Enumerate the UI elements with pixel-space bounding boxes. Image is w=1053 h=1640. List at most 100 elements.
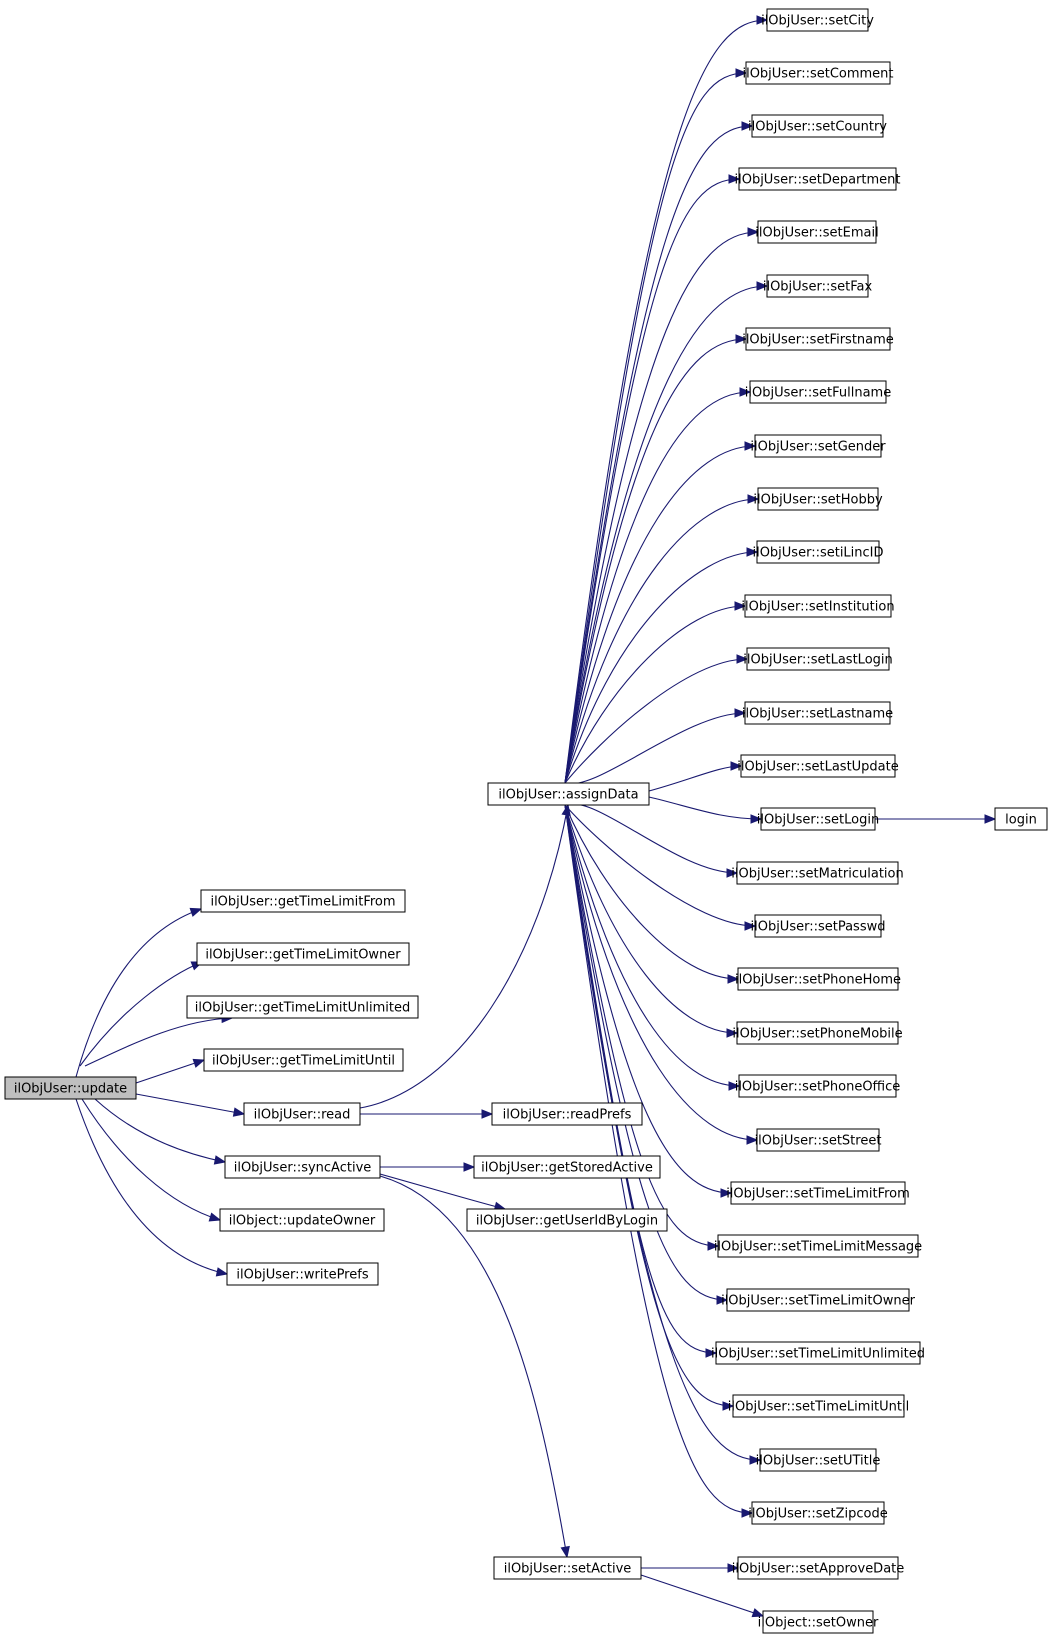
node-setActive[interactable]: ilObjUser::setActive xyxy=(493,1556,642,1580)
node-box[interactable] xyxy=(994,807,1048,831)
arrowhead xyxy=(751,1608,765,1618)
node-setTimeLimitUnlimited[interactable]: ilObjUser::setTimeLimitUnlimited xyxy=(711,1341,925,1365)
node-box[interactable] xyxy=(736,1021,899,1045)
node-setDepartment[interactable]: ilObjUser::setDepartment xyxy=(734,167,901,191)
node-setLogin[interactable]: ilObjUser::setLogin xyxy=(757,807,879,831)
node-setTimeLimitMessage[interactable]: ilObjUser::setTimeLimitMessage xyxy=(714,1234,922,1258)
node-setPhoneHome[interactable]: ilObjUser::setPhoneHome xyxy=(735,967,901,991)
node-box[interactable] xyxy=(243,1102,361,1126)
node-setLastUpdate[interactable]: ilObjUser::setLastUpdate xyxy=(737,754,899,778)
node-updateOwner[interactable]: ilObject::updateOwner xyxy=(219,1208,385,1232)
node-box[interactable] xyxy=(762,1610,874,1634)
node-setLastLogin[interactable]: ilObjUser::setLastLogin xyxy=(743,647,893,671)
node-getTimeLimitFrom[interactable]: ilObjUser::getTimeLimitFrom xyxy=(200,889,406,913)
node-box[interactable] xyxy=(754,914,882,938)
node-box[interactable] xyxy=(200,889,406,913)
node-box[interactable] xyxy=(493,1556,642,1580)
node-writePrefs[interactable]: ilObjUser::writePrefs xyxy=(226,1262,379,1286)
node-setiLincID[interactable]: ilObjUser::setiLincID xyxy=(752,540,884,564)
node-box[interactable] xyxy=(717,1234,919,1258)
arrowhead xyxy=(728,1081,741,1091)
node-box[interactable] xyxy=(756,540,880,564)
node-box[interactable] xyxy=(737,967,899,991)
node-getTimeLimitUnlimited[interactable]: ilObjUser::getTimeLimitUnlimited xyxy=(186,995,419,1019)
node-setFullname[interactable]: ilObjUser::setFullname xyxy=(745,380,891,404)
arrowhead xyxy=(984,814,997,824)
node-box[interactable] xyxy=(766,8,869,32)
node-setFax[interactable]: ilObjUser::setFax xyxy=(763,274,873,298)
node-box[interactable] xyxy=(226,1262,379,1286)
node-setOwner[interactable]: ilObject::setOwner xyxy=(758,1610,879,1634)
node-box[interactable] xyxy=(749,380,887,404)
node-setPhoneMobile[interactable]: ilObjUser::setPhoneMobile xyxy=(732,1021,903,1045)
edge-assignData-to-setDepartment xyxy=(564,174,741,784)
node-read[interactable]: ilObjUser::read xyxy=(243,1102,361,1126)
node-box[interactable] xyxy=(473,1155,661,1179)
node-setTimeLimitOwner[interactable]: ilObjUser::setTimeLimitOwner xyxy=(721,1288,916,1312)
node-box[interactable] xyxy=(745,327,891,351)
node-box[interactable] xyxy=(751,114,884,138)
node-box[interactable] xyxy=(746,647,890,671)
node-login[interactable]: login xyxy=(994,807,1048,831)
node-setCountry[interactable]: ilObjUser::setCountry xyxy=(748,114,887,138)
node-setGender[interactable]: ilObjUser::setGender xyxy=(750,434,886,458)
node-box[interactable] xyxy=(754,434,882,458)
node-setUTitle[interactable]: ilObjUser::setUTitle xyxy=(756,1448,881,1472)
node-getStoredActive[interactable]: ilObjUser::getStoredActive xyxy=(473,1155,661,1179)
node-box[interactable] xyxy=(756,1128,880,1152)
node-setLastname[interactable]: ilObjUser::setLastname xyxy=(742,701,893,725)
node-box[interactable] xyxy=(732,1394,905,1418)
node-setMatriculation[interactable]: ilObjUser::setMatriculation xyxy=(731,861,904,885)
node-assignData[interactable]: ilObjUser::assignData xyxy=(487,782,650,806)
node-box[interactable] xyxy=(219,1208,385,1232)
node-box[interactable] xyxy=(744,594,892,618)
node-box[interactable] xyxy=(715,1341,921,1365)
node-label: ilObjUser::getUserIdByLogin xyxy=(476,1214,658,1229)
node-update[interactable]: ilObjUser::update xyxy=(4,1076,137,1100)
node-box[interactable] xyxy=(491,1102,643,1126)
node-box[interactable] xyxy=(726,1288,910,1312)
node-setPhoneOffice[interactable]: ilObjUser::setPhoneOffice xyxy=(735,1074,901,1098)
node-box[interactable] xyxy=(186,995,419,1019)
node-setHobby[interactable]: ilObjUser::setHobby xyxy=(753,487,883,511)
node-box[interactable] xyxy=(740,754,896,778)
node-box[interactable] xyxy=(736,861,899,885)
node-setTimeLimitFrom[interactable]: ilObjUser::setTimeLimitFrom xyxy=(726,1181,910,1205)
node-readPrefs[interactable]: ilObjUser::readPrefs xyxy=(491,1102,643,1126)
node-box[interactable] xyxy=(759,1448,877,1472)
node-setTimeLimitUntil[interactable]: ilObjUser::setTimeLimitUntil xyxy=(728,1394,909,1418)
node-setApproveDate[interactable]: ilObjUser::setApproveDate xyxy=(732,1556,905,1580)
node-box[interactable] xyxy=(203,1048,404,1072)
node-setZipcode[interactable]: ilObjUser::setZipcode xyxy=(748,1501,888,1525)
node-getTimeLimitUntil[interactable]: ilObjUser::getTimeLimitUntil xyxy=(203,1048,404,1072)
node-box[interactable] xyxy=(737,1556,899,1580)
node-setComment[interactable]: ilObjUser::setComment xyxy=(742,61,894,85)
node-box[interactable] xyxy=(196,942,410,966)
node-box[interactable] xyxy=(757,220,877,244)
edge-syncActive-to-getStoredActive xyxy=(380,1162,476,1172)
node-setCity[interactable]: ilObjUser::setCity xyxy=(761,8,874,32)
node-box[interactable] xyxy=(760,807,876,831)
node-setFirstname[interactable]: ilObjUser::setFirstname xyxy=(742,327,894,351)
node-setInstitution[interactable]: ilObjUser::setInstitution xyxy=(741,594,895,618)
node-box[interactable] xyxy=(730,1181,906,1205)
node-box[interactable] xyxy=(751,1501,885,1525)
node-box[interactable] xyxy=(4,1076,137,1100)
node-box[interactable] xyxy=(766,274,869,298)
node-label: ilObjUser::setTimeLimitUnlimited xyxy=(711,1347,925,1362)
node-syncActive[interactable]: ilObjUser::syncActive xyxy=(224,1155,381,1179)
node-box[interactable] xyxy=(744,701,891,725)
node-box[interactable] xyxy=(738,1074,897,1098)
node-box[interactable] xyxy=(738,167,897,191)
node-setPasswd[interactable]: ilObjUser::setPasswd xyxy=(750,914,886,938)
edge-setActive-to-setOwner xyxy=(640,1574,765,1618)
node-box[interactable] xyxy=(757,487,879,511)
node-box[interactable] xyxy=(487,782,650,806)
node-getUserIdByLogin[interactable]: ilObjUser::getUserIdByLogin xyxy=(466,1208,668,1232)
node-setEmail[interactable]: ilObjUser::setEmail xyxy=(755,220,879,244)
node-setStreet[interactable]: ilObjUser::setStreet xyxy=(755,1128,882,1152)
node-getTimeLimitOwner[interactable]: ilObjUser::getTimeLimitOwner xyxy=(196,942,410,966)
node-box[interactable] xyxy=(224,1155,381,1179)
node-box[interactable] xyxy=(466,1208,668,1232)
node-box[interactable] xyxy=(745,61,891,85)
